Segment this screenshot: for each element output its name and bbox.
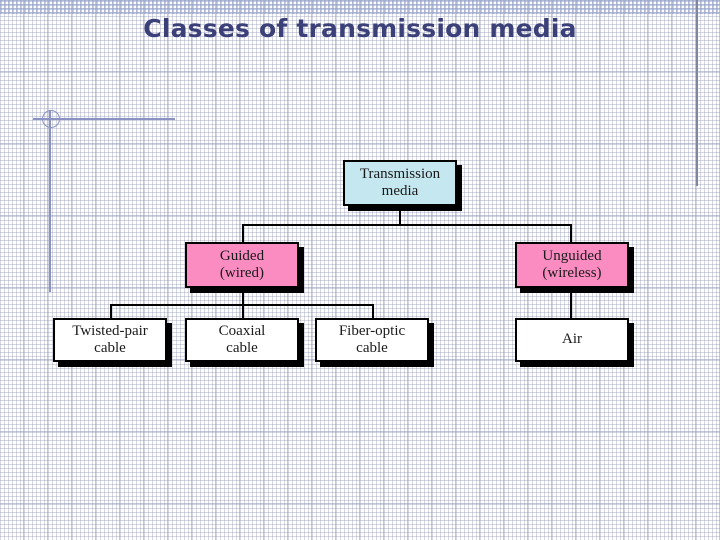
node-air[interactable]: Air bbox=[515, 318, 629, 362]
node-fiber-optic-line2: cable bbox=[356, 340, 388, 356]
connector-to-fiber-optic bbox=[372, 304, 374, 318]
connector-unguided-to-air bbox=[570, 288, 572, 318]
node-coaxial-line1: Coaxial bbox=[218, 322, 266, 339]
node-unguided-line1: Unguided bbox=[542, 247, 602, 264]
node-coaxial-cable[interactable]: Coaxial cable bbox=[185, 318, 299, 362]
node-twisted-pair-line2: cable bbox=[94, 340, 126, 356]
node-twisted-pair-line1: Twisted-pair bbox=[72, 322, 148, 339]
background-top-texture-band bbox=[0, 0, 720, 14]
node-air-line1: Air bbox=[562, 331, 582, 348]
node-guided-line1: Guided bbox=[219, 247, 265, 264]
node-transmission-media-line2: media bbox=[381, 183, 419, 199]
connector-root-stem bbox=[399, 206, 401, 226]
connector-to-twisted-pair bbox=[110, 304, 112, 318]
node-guided-wired[interactable]: Guided (wired) bbox=[185, 242, 299, 288]
node-transmission-media-line1: Transmission bbox=[359, 165, 441, 182]
page-title: Classes of transmission media bbox=[143, 14, 577, 43]
node-fiber-optic-line1: Fiber-optic bbox=[338, 322, 406, 339]
node-transmission-media[interactable]: Transmission media bbox=[343, 160, 457, 206]
circle-bullet-marker-icon bbox=[42, 110, 60, 128]
node-unguided-line2: (wireless) bbox=[542, 265, 602, 281]
node-guided-line2: (wired) bbox=[219, 265, 265, 281]
node-fiber-optic-cable[interactable]: Fiber-optic cable bbox=[315, 318, 429, 362]
connector-level2-bus bbox=[242, 224, 572, 226]
decorative-vertical-rule bbox=[49, 110, 51, 292]
decorative-horizontal-rule bbox=[33, 118, 175, 120]
connector-to-guided bbox=[242, 224, 244, 242]
decorative-right-vertical-rule bbox=[696, 0, 698, 186]
node-unguided-wireless[interactable]: Unguided (wireless) bbox=[515, 242, 629, 288]
connector-to-coaxial bbox=[242, 304, 244, 318]
node-coaxial-line2: cable bbox=[226, 340, 258, 356]
connector-to-unguided bbox=[570, 224, 572, 242]
connector-guided-stem bbox=[242, 288, 244, 306]
node-twisted-pair-cable[interactable]: Twisted-pair cable bbox=[53, 318, 167, 362]
